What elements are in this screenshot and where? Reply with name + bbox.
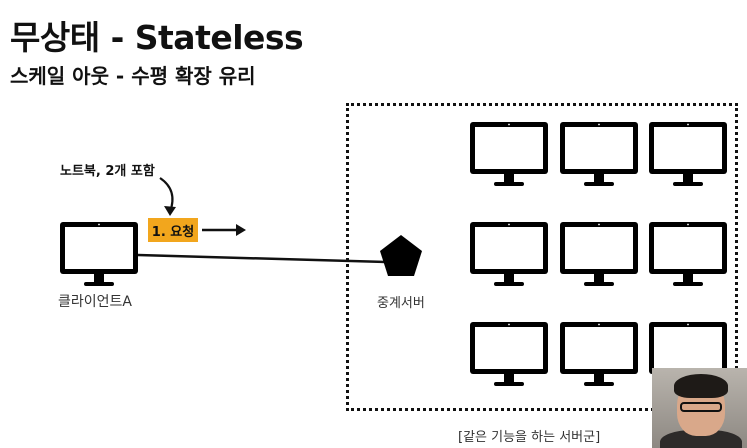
client-label: 클라이언트A [58,294,132,310]
server-monitor-icon [470,122,548,186]
client-monitor-icon [60,222,138,286]
request-badge: 1. 요청 [148,218,198,242]
server-monitor-icon [560,122,638,186]
presenter-webcam [652,368,747,448]
slide-title: 무상태 - Stateless [10,18,304,57]
server-monitor-icon [470,222,548,286]
server-cluster-box [346,103,738,411]
server-monitor-icon [560,222,638,286]
server-monitor-icon [649,122,727,186]
server-monitor-icon [649,222,727,286]
connection-line [137,253,386,264]
proxy-label: 중계서버 [377,296,425,311]
server-monitor-icon [560,322,638,386]
server-monitor-icon [470,322,548,386]
client-note: 노트북, 2개 포함 [60,164,155,179]
server-grid [470,122,727,386]
proxy-server-icon [380,235,422,276]
slide-subtitle: 스케일 아웃 - 수평 확장 유리 [10,64,256,88]
cluster-label: [같은 기능을 하는 서버군] [458,430,601,445]
